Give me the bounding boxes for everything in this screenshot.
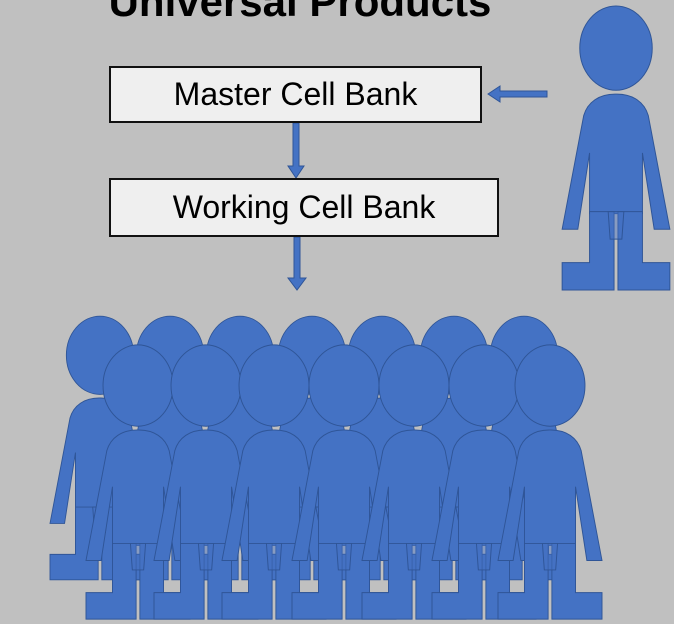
master-cell-bank-box: Master Cell Bank [109,66,482,123]
arrow-left-icon [487,85,548,103]
donor-person-icon [561,5,671,291]
arrow-down-icon [287,122,305,179]
diagram-title: Universal Products [108,0,492,25]
arrow-down-icon [287,236,307,291]
working-cell-bank-box: Working Cell Bank [109,178,499,237]
